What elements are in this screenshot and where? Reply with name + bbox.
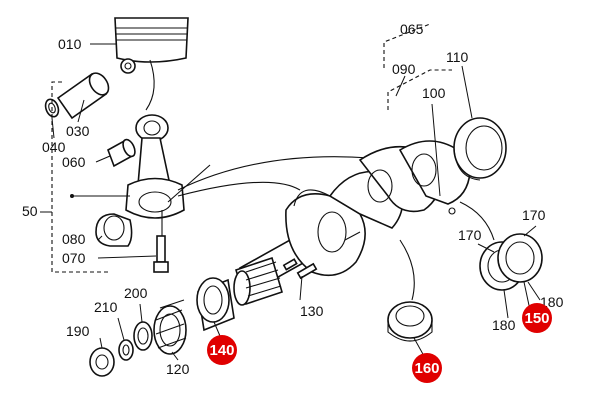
crankpin-bearing bbox=[95, 213, 133, 247]
main-bearing-160 bbox=[387, 301, 433, 342]
callout-140-text: 140 bbox=[209, 342, 234, 359]
label-190: 190 bbox=[66, 323, 90, 339]
main-bearing-pair bbox=[479, 233, 543, 291]
washer-200 bbox=[133, 321, 153, 351]
label-080: 080 bbox=[62, 231, 86, 247]
piston-pin bbox=[56, 72, 110, 120]
label-170-left: 170 bbox=[458, 227, 482, 243]
label-180-left: 180 bbox=[492, 317, 516, 333]
label-065: 065 bbox=[400, 21, 424, 37]
callout-150: 150 bbox=[522, 303, 552, 333]
thrust-bearing-140 bbox=[196, 277, 235, 332]
callout-140: 140 bbox=[207, 335, 237, 365]
key bbox=[282, 258, 318, 280]
piston bbox=[114, 17, 189, 111]
label-200: 200 bbox=[124, 285, 148, 301]
washer-190 bbox=[89, 347, 115, 377]
assembly-bracket-050 bbox=[51, 81, 110, 273]
rod-bolt bbox=[153, 235, 169, 273]
small-end-bushing bbox=[107, 138, 136, 168]
callout-160-text: 160 bbox=[414, 360, 439, 377]
label-100: 100 bbox=[422, 85, 446, 101]
label-210: 210 bbox=[94, 299, 118, 315]
bearing-110 bbox=[453, 117, 507, 181]
leader-160-part bbox=[399, 239, 415, 301]
label-130: 130 bbox=[300, 303, 324, 319]
part-labels: 010 030 040 50 060 065 070 080 090 100 1… bbox=[22, 21, 564, 377]
leader-170-part bbox=[459, 201, 495, 241]
callout-160: 160 bbox=[412, 353, 442, 383]
connecting-rod bbox=[125, 114, 185, 258]
label-010: 010 bbox=[58, 36, 82, 52]
assembly-bracket-090 bbox=[383, 23, 452, 110]
label-070: 070 bbox=[62, 250, 86, 266]
label-050: 50 bbox=[22, 203, 38, 219]
splined-sleeve bbox=[233, 256, 283, 306]
callout-150-circle bbox=[522, 303, 552, 333]
label-040: 040 bbox=[42, 139, 66, 155]
callout-150-text: 150 bbox=[524, 310, 549, 327]
label-170-right: 170 bbox=[522, 207, 546, 223]
callout-140-circle bbox=[207, 335, 237, 365]
washer-210 bbox=[118, 339, 134, 361]
reference-lines bbox=[70, 156, 371, 203]
label-090: 090 bbox=[392, 61, 416, 77]
callout-160-circle bbox=[412, 353, 442, 383]
label-030: 030 bbox=[66, 123, 90, 139]
crank-gear bbox=[153, 299, 187, 355]
label-110: 110 bbox=[446, 49, 469, 65]
label-060: 060 bbox=[62, 154, 86, 170]
label-120: 120 bbox=[166, 361, 190, 377]
leader-lines bbox=[40, 43, 541, 361]
